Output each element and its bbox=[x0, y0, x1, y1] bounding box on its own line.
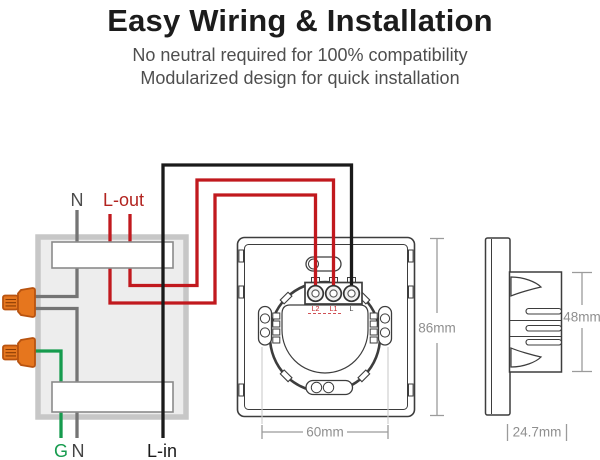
neutral-wire-top bbox=[34, 210, 79, 299]
label-neutral-top: N bbox=[71, 190, 84, 210]
depth-dimension-line bbox=[572, 271, 592, 373]
terminal-strip-bottom bbox=[51, 381, 174, 413]
subtitle-line-2: Modularized design for quick installatio… bbox=[140, 68, 460, 88]
switch-frame-inner bbox=[244, 244, 408, 410]
frame-depth-dimension: 24.7mm bbox=[513, 425, 562, 440]
terminal-label-l1: L1 bbox=[330, 306, 338, 313]
module-depth-dimension: 48mm bbox=[563, 310, 600, 325]
switch-back-view bbox=[236, 236, 416, 418]
frame-edge-notches bbox=[238, 249, 414, 397]
back-view-dimensions: 86mm 60mm bbox=[261, 237, 456, 440]
live-out-wire-2 bbox=[128, 178, 336, 290]
terminal-label-l: L bbox=[350, 306, 354, 313]
terminal-label-l2: L2 bbox=[312, 306, 320, 313]
ring-teeth bbox=[272, 312, 378, 344]
label-live-in: L-in bbox=[147, 441, 177, 460]
terminal-strips bbox=[51, 241, 174, 413]
live-in-wire bbox=[161, 163, 354, 438]
bottom-fixing-slot bbox=[305, 379, 354, 396]
side-module-slots bbox=[510, 307, 563, 346]
terminal-screws bbox=[306, 284, 361, 303]
wire-nut-icon bbox=[2, 337, 36, 368]
spring-clip-left bbox=[257, 305, 273, 346]
label-neutral-bottom: N bbox=[72, 441, 85, 460]
module-opening bbox=[281, 304, 369, 374]
spring-clip-right bbox=[377, 305, 393, 346]
width-dimension: 60mm bbox=[306, 425, 344, 440]
width-extension-lines bbox=[261, 347, 389, 424]
label-ground: G bbox=[54, 441, 68, 460]
label-live-out: L-out bbox=[103, 190, 144, 210]
frame-depth-ticks bbox=[506, 424, 568, 441]
side-face-plate bbox=[484, 237, 511, 416]
side-clip-top bbox=[510, 276, 543, 297]
width-dimension-line bbox=[261, 425, 389, 439]
terminal-labels: L2 L1 L bbox=[308, 306, 354, 314]
terminal-strip-top bbox=[51, 241, 174, 269]
wire-nut-icon bbox=[2, 287, 36, 318]
height-dimension-line bbox=[430, 237, 444, 417]
live-out-wire-1 bbox=[108, 193, 318, 305]
wire-labels: N L-out G N L-in bbox=[54, 190, 177, 460]
side-view-dimensions: 48mm 24.7mm bbox=[506, 271, 600, 441]
side-clip-bottom bbox=[510, 347, 543, 368]
height-dimension: 86mm bbox=[418, 321, 456, 336]
page-title: Easy Wiring & Installation bbox=[107, 3, 493, 38]
top-fixing-slot bbox=[305, 256, 342, 272]
subtitle-line-1: No neutral required for 100% compatibili… bbox=[132, 45, 468, 65]
switch-side-view bbox=[484, 237, 563, 416]
